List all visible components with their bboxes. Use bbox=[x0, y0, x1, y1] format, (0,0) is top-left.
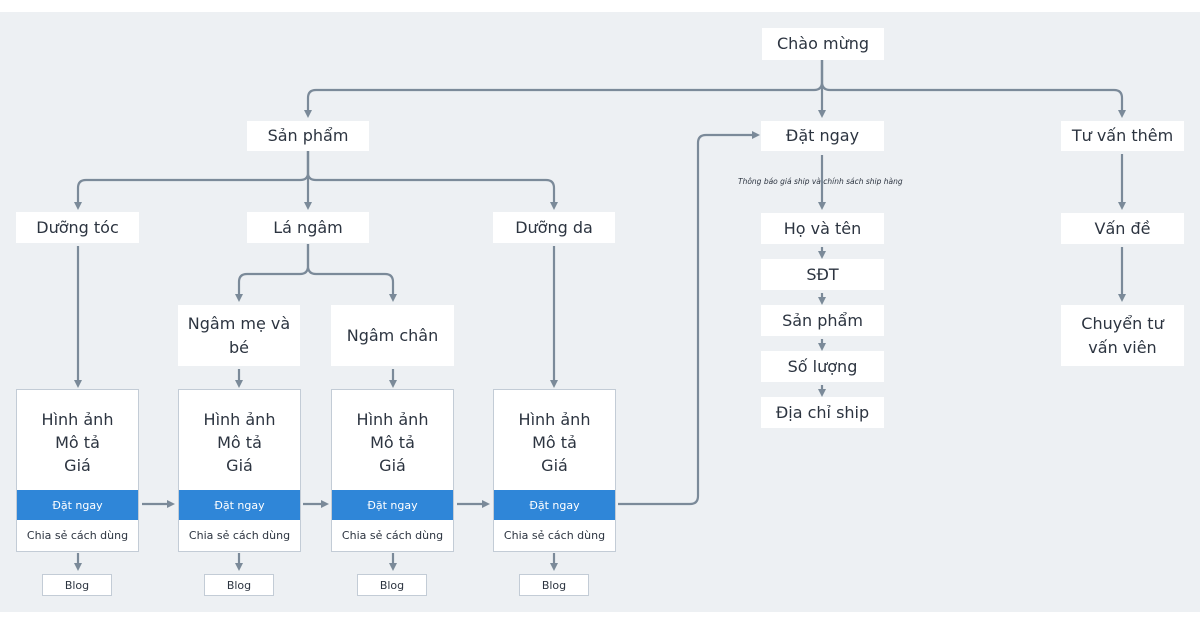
node-skin-care[interactable]: Dưỡng da bbox=[493, 212, 615, 243]
share-usage-link[interactable]: Chia sẻ cách dùng bbox=[503, 529, 606, 542]
card-image-label: Hình ảnh bbox=[41, 409, 114, 429]
node-hair-care[interactable]: Dưỡng tóc bbox=[16, 212, 139, 243]
card-description-label: Mô tả bbox=[370, 432, 415, 452]
node-product-field[interactable]: Sản phẩm bbox=[761, 305, 884, 336]
node-foot-soak[interactable]: Ngâm chân bbox=[331, 305, 454, 366]
connector-card4-order bbox=[618, 131, 760, 506]
connector-leaves-foot bbox=[306, 244, 397, 302]
card-description-label: Mô tả bbox=[55, 432, 100, 452]
order-now-button[interactable]: Đặt ngay bbox=[179, 490, 300, 520]
connector-leaves-motherbaby bbox=[235, 244, 310, 302]
order-now-button[interactable]: Đặt ngay bbox=[17, 490, 138, 520]
connector-products-skin bbox=[306, 151, 558, 210]
share-usage-link[interactable]: Chia sẻ cách dùng bbox=[188, 529, 291, 542]
card-content: Hình ảnh Mô tả Giá bbox=[17, 390, 138, 490]
card-image-label: Hình ảnh bbox=[518, 409, 591, 429]
node-soak-leaves[interactable]: Lá ngâm bbox=[247, 212, 369, 243]
node-mother-baby[interactable]: Ngâm mẹ và bé bbox=[178, 305, 300, 366]
card-price-label: Giá bbox=[541, 455, 568, 475]
blog-link[interactable]: Blog bbox=[42, 574, 112, 596]
node-order-now[interactable]: Đặt ngay bbox=[761, 121, 884, 151]
product-card: Hình ảnh Mô tả Giá Đặt ngay Chia sẻ cách… bbox=[178, 389, 301, 552]
node-issue[interactable]: Vấn đề bbox=[1061, 213, 1184, 244]
blog-link[interactable]: Blog bbox=[357, 574, 427, 596]
node-phone[interactable]: SĐT bbox=[761, 259, 884, 290]
node-welcome[interactable]: Chào mừng bbox=[762, 28, 884, 60]
card-price-label: Giá bbox=[379, 455, 406, 475]
card-content: Hình ảnh Mô tả Giá bbox=[494, 390, 615, 490]
card-content: Hình ảnh Mô tả Giá bbox=[179, 390, 300, 490]
product-card: Hình ảnh Mô tả Giá Đặt ngay Chia sẻ cách… bbox=[16, 389, 139, 552]
product-card: Hình ảnh Mô tả Giá Đặt ngay Chia sẻ cách… bbox=[331, 389, 454, 552]
shipping-note: Thông báo giá ship và chính sách ship hà… bbox=[738, 177, 903, 186]
share-usage-link[interactable]: Chia sẻ cách dùng bbox=[26, 529, 129, 542]
card-image-label: Hình ảnh bbox=[356, 409, 429, 429]
node-products[interactable]: Sản phẩm bbox=[247, 121, 369, 151]
share-usage-link[interactable]: Chia sẻ cách dùng bbox=[341, 529, 444, 542]
connector-welcome-consult bbox=[820, 60, 1126, 118]
blog-link[interactable]: Blog bbox=[204, 574, 274, 596]
connector-welcome-products bbox=[304, 60, 824, 118]
node-transfer-consultant[interactable]: Chuyển tư vấn viên bbox=[1061, 305, 1184, 366]
node-full-name[interactable]: Họ và tên bbox=[761, 213, 884, 244]
card-price-label: Giá bbox=[226, 455, 253, 475]
card-content: Hình ảnh Mô tả Giá bbox=[332, 390, 453, 490]
order-now-button[interactable]: Đặt ngay bbox=[494, 490, 615, 520]
card-image-label: Hình ảnh bbox=[203, 409, 276, 429]
blog-link[interactable]: Blog bbox=[519, 574, 589, 596]
product-card: Hình ảnh Mô tả Giá Đặt ngay Chia sẻ cách… bbox=[493, 389, 616, 552]
node-quantity[interactable]: Số lượng bbox=[761, 351, 884, 382]
node-address[interactable]: Địa chỉ ship bbox=[761, 397, 884, 428]
card-description-label: Mô tả bbox=[532, 432, 577, 452]
card-description-label: Mô tả bbox=[217, 432, 262, 452]
order-now-button[interactable]: Đặt ngay bbox=[332, 490, 453, 520]
connector-products-hair bbox=[74, 151, 310, 210]
node-consult[interactable]: Tư vấn thêm bbox=[1061, 121, 1184, 151]
card-price-label: Giá bbox=[64, 455, 91, 475]
